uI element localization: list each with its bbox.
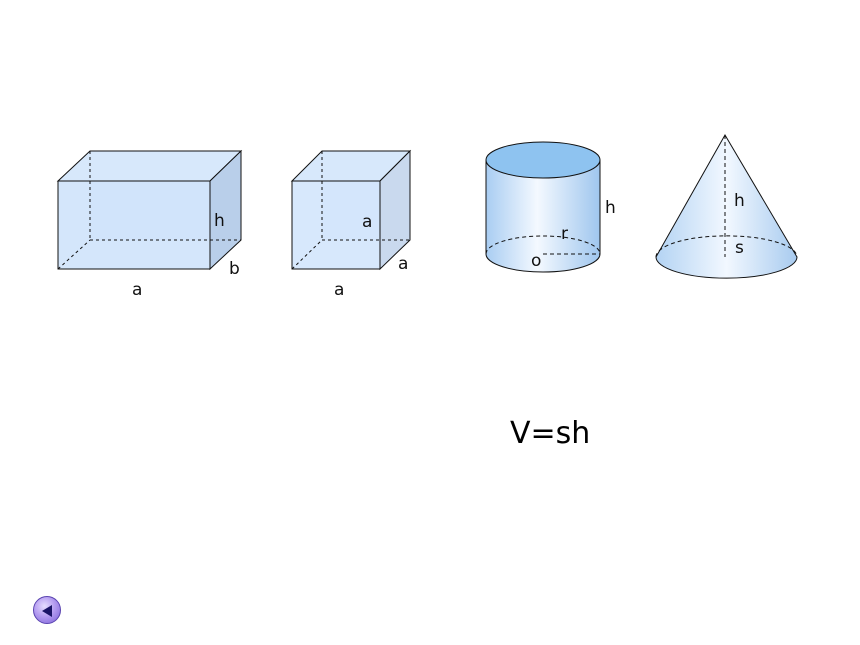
- cuboid-width-label: a: [132, 280, 142, 300]
- cube-depth-label: a: [398, 254, 408, 274]
- cube-width-label: a: [334, 280, 344, 300]
- cone-hidden-base-arc: [655, 235, 798, 258]
- cuboid-hidden-edge: [57, 239, 91, 270]
- cuboid-depth-label: b: [229, 259, 240, 279]
- cuboid: h b a: [56, 149, 243, 300]
- cube-height-label: a: [362, 212, 372, 232]
- cylinder-center-label: o: [531, 251, 541, 271]
- cylinder-height-label: h: [605, 198, 616, 218]
- cube: a a a: [290, 149, 412, 300]
- cylinder-body: [485, 159, 601, 273]
- cuboid-front-face: [57, 180, 211, 270]
- cylinder: h r o: [485, 141, 616, 273]
- cuboid-top-face: [56, 150, 243, 182]
- cylinder-hidden-base-arc: [485, 235, 601, 255]
- cylinder-radius-label: r: [561, 224, 568, 244]
- cone-height-label: h: [734, 191, 745, 211]
- cone-base-label: s: [735, 238, 744, 258]
- cube-hidden-edge: [291, 239, 323, 270]
- cone-body: [655, 134, 798, 279]
- cylinder-top-face: [485, 141, 601, 179]
- cone: h s: [655, 134, 798, 279]
- volume-formula: V=sh: [510, 416, 591, 451]
- triangle-left-icon: [42, 605, 52, 617]
- back-button[interactable]: [33, 596, 61, 624]
- cuboid-height-label: h: [214, 211, 225, 231]
